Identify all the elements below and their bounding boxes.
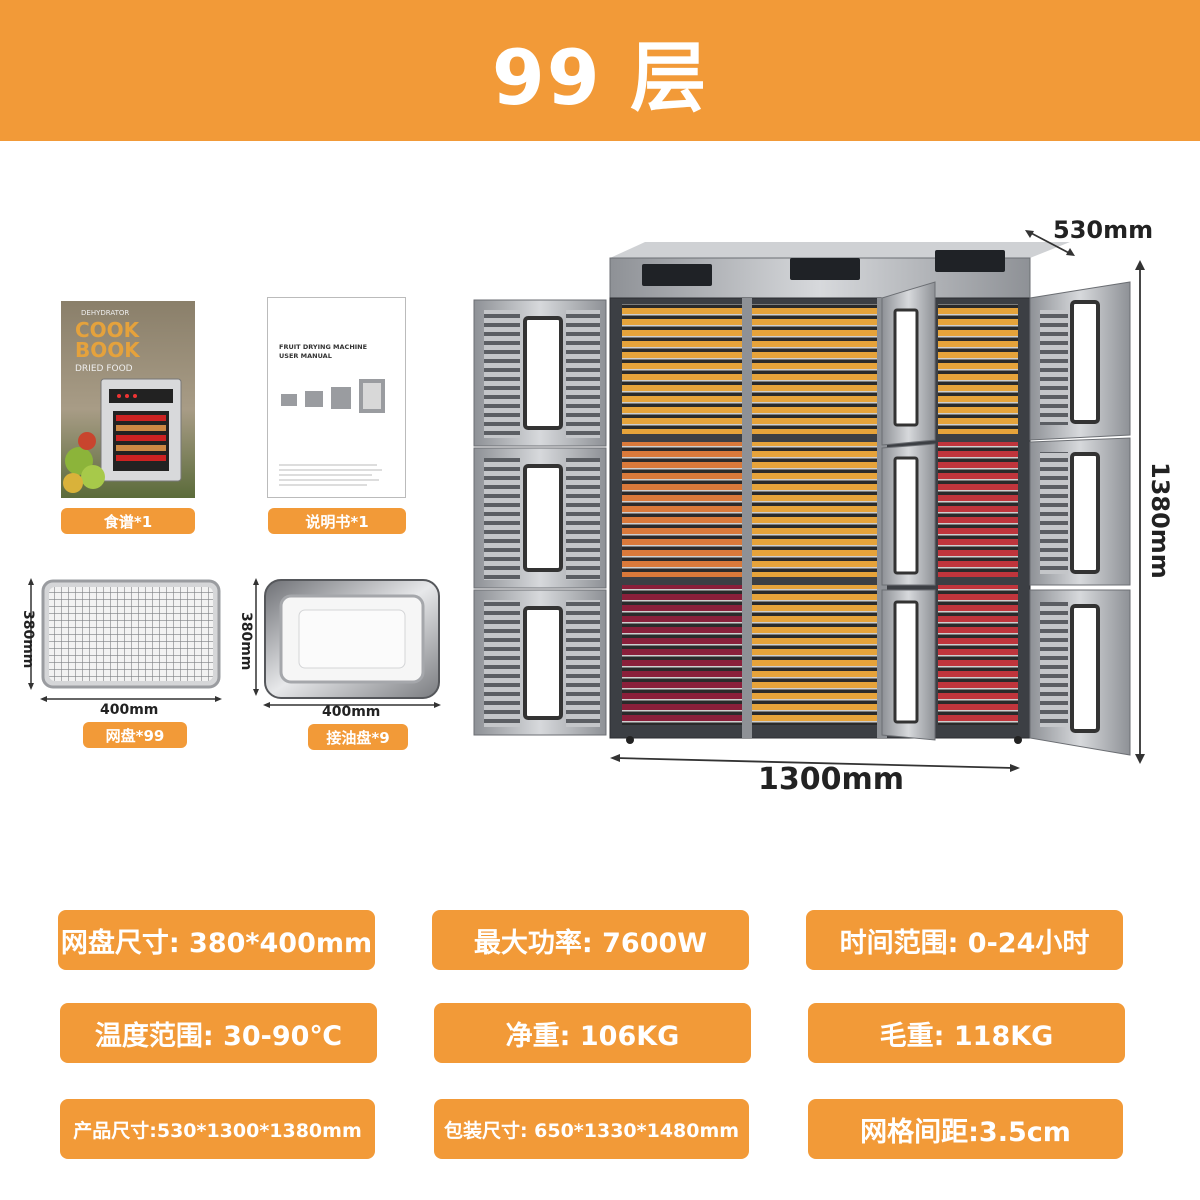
spec-max-power: 最大功率: 7600W: [432, 910, 749, 970]
mesh-tray-image: [40, 578, 222, 690]
machine-height-label: 1380mm: [1146, 462, 1174, 579]
spec-product-size: 产品尺寸:530*1300*1380mm: [60, 1099, 375, 1159]
user-manual-label: 说明书*1: [268, 508, 406, 534]
cookbook-cover-subtitle: DRIED FOOD: [75, 364, 133, 374]
mesh-tray-height-label: 380mm: [20, 610, 36, 669]
cookbook-cover-title-2: BOOK: [75, 338, 141, 362]
mesh-tray-label: 网盘*99: [83, 722, 187, 748]
mesh-tray-height-arrow: [28, 578, 34, 690]
user-manual-image: FRUIT DRYING MACHINE USER MANUAL: [267, 297, 406, 498]
machine-depth-label: 530mm: [1053, 216, 1154, 244]
mesh-tray-width-arrow: [40, 696, 222, 702]
spec-net-weight: 净重: 106KG: [434, 1003, 751, 1063]
header-banner: 99 层: [0, 0, 1200, 141]
oil-tray-image: [263, 578, 441, 702]
page-title: 99 层: [491, 32, 709, 122]
manual-title-2: USER MANUAL: [279, 352, 332, 360]
oil-tray-height-label: 380mm: [238, 612, 254, 671]
mesh-tray-width-label: 400mm: [100, 702, 159, 718]
cookbook-image: DEHYDRATOR COOK BOOK DRIED FOOD: [61, 301, 195, 498]
spec-tray-size: 网盘尺寸: 380*400mm: [58, 910, 375, 970]
machine-height-arrow: [1135, 260, 1145, 764]
oil-tray-width-label: 400mm: [322, 704, 381, 720]
dehydrator-machine-image: [470, 240, 1140, 760]
spec-temperature-range: 温度范围: 30-90℃: [60, 1003, 377, 1063]
machine-width-label: 1300mm: [758, 762, 905, 797]
cookbook-label: 食谱*1: [61, 508, 195, 534]
machine-depth-arrow: [1025, 230, 1075, 256]
spec-gross-weight: 毛重: 118KG: [808, 1003, 1125, 1063]
machine-width-arrow: [610, 754, 1020, 772]
spec-grid-spacing: 网格间距:3.5cm: [808, 1099, 1123, 1159]
oil-tray-height-arrow: [253, 578, 259, 696]
manual-title-1: FRUIT DRYING MACHINE: [279, 343, 367, 351]
cookbook-cover-title-1: COOK: [75, 318, 141, 342]
spec-time-range: 时间范围: 0-24小时: [806, 910, 1123, 970]
spec-package-size: 包装尺寸: 650*1330*1480mm: [434, 1099, 749, 1159]
oil-tray-label: 接油盘*9: [308, 724, 408, 750]
oil-tray-width-arrow: [263, 702, 441, 708]
cookbook-cover-small-text: DEHYDRATOR: [81, 309, 129, 317]
